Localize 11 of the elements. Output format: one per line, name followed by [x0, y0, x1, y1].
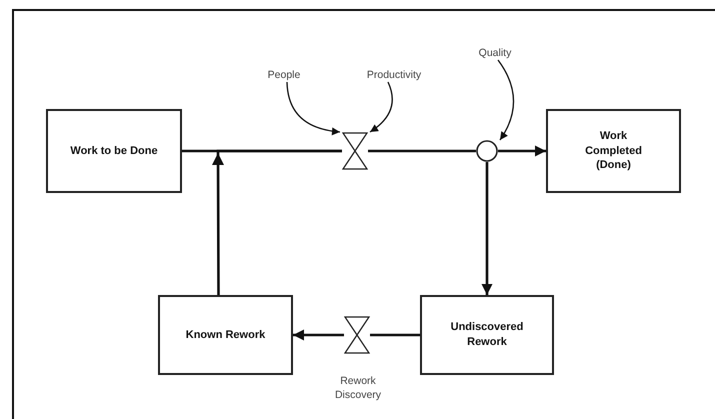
influence-label: Productivity — [366, 67, 422, 82]
valve-symbol — [342, 132, 368, 170]
stock-box: Undiscovered Rework — [420, 295, 554, 375]
valve-label: Rework Discovery — [334, 375, 382, 402]
junction-circle — [476, 140, 498, 162]
influence-label: People — [262, 67, 306, 82]
stock-box: Work to be Done — [46, 109, 182, 193]
stock-box: Work Completed (Done) — [546, 109, 681, 193]
influence-label: Quality — [476, 45, 514, 60]
stock-box: Known Rework — [158, 295, 293, 375]
valve-symbol — [344, 316, 370, 354]
